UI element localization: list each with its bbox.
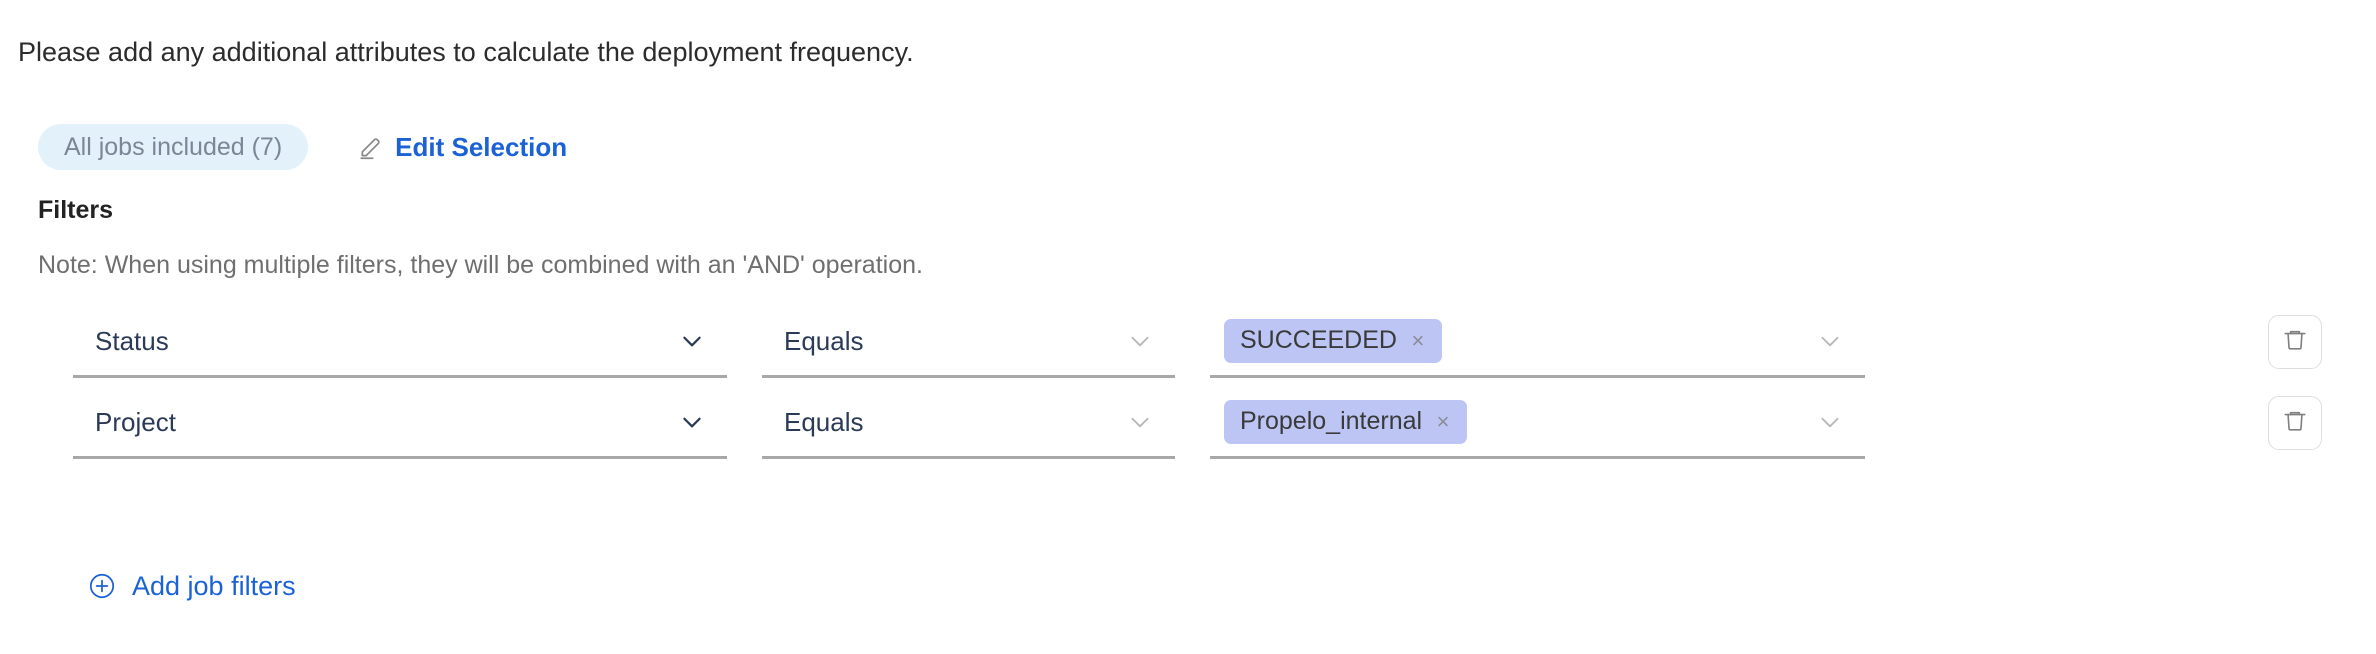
close-icon[interactable]: × [1436, 408, 1450, 434]
filter-attribute-value: Project [95, 406, 176, 437]
trash-icon [2282, 408, 2308, 439]
intro-text: Please add any additional attributes to … [18, 37, 914, 67]
pencil-icon [358, 134, 384, 160]
selection-row: All jobs included (7) Edit Selection [38, 124, 567, 170]
filter-operator-value: Equals [784, 325, 864, 356]
filter-row: Project Equals Propelo_internal × [0, 387, 2376, 473]
value-token[interactable]: Propelo_internal × [1224, 399, 1468, 444]
close-icon[interactable]: × [1411, 327, 1425, 353]
filter-attribute-select[interactable]: Status [73, 306, 727, 378]
all-jobs-included-chip[interactable]: All jobs included (7) [38, 124, 309, 170]
filter-operator-value: Equals [784, 406, 864, 437]
chevron-down-icon[interactable] [1127, 409, 1153, 435]
chevron-down-icon[interactable] [1817, 328, 1843, 354]
chevron-down-icon[interactable] [1127, 328, 1153, 354]
value-token[interactable]: SUCCEEDED × [1224, 318, 1442, 363]
value-token-label: SUCCEEDED [1240, 326, 1397, 354]
filter-row: Status Equals SUCCEEDED × [0, 306, 2376, 392]
filter-attribute-select[interactable]: Project [73, 387, 727, 459]
filter-operator-select[interactable]: Equals [762, 306, 1175, 378]
filter-value-tokens: Propelo_internal × [1210, 399, 1468, 444]
delete-filter-button[interactable] [2268, 315, 2322, 369]
add-job-filters-button[interactable]: Add job filters [88, 572, 296, 600]
filter-value-tokens: SUCCEEDED × [1210, 318, 1442, 363]
filters-heading: Filters [38, 196, 114, 224]
chevron-down-icon[interactable] [679, 409, 705, 435]
edit-selection-button[interactable]: Edit Selection [358, 134, 567, 160]
chevron-down-icon[interactable] [1817, 409, 1843, 435]
plus-circle-icon [88, 572, 116, 600]
filter-value-select[interactable]: SUCCEEDED × [1210, 306, 1865, 378]
add-job-filters-label: Add job filters [132, 570, 296, 601]
filter-operator-select[interactable]: Equals [762, 387, 1175, 459]
filters-note: Note: When using multiple filters, they … [38, 251, 923, 279]
delete-filter-button[interactable] [2268, 396, 2322, 450]
filter-attribute-value: Status [95, 325, 169, 356]
filter-value-select[interactable]: Propelo_internal × [1210, 387, 1865, 459]
edit-selection-label: Edit Selection [395, 132, 568, 162]
trash-icon [2282, 327, 2308, 358]
chevron-down-icon[interactable] [679, 328, 705, 354]
value-token-label: Propelo_internal [1240, 407, 1423, 435]
